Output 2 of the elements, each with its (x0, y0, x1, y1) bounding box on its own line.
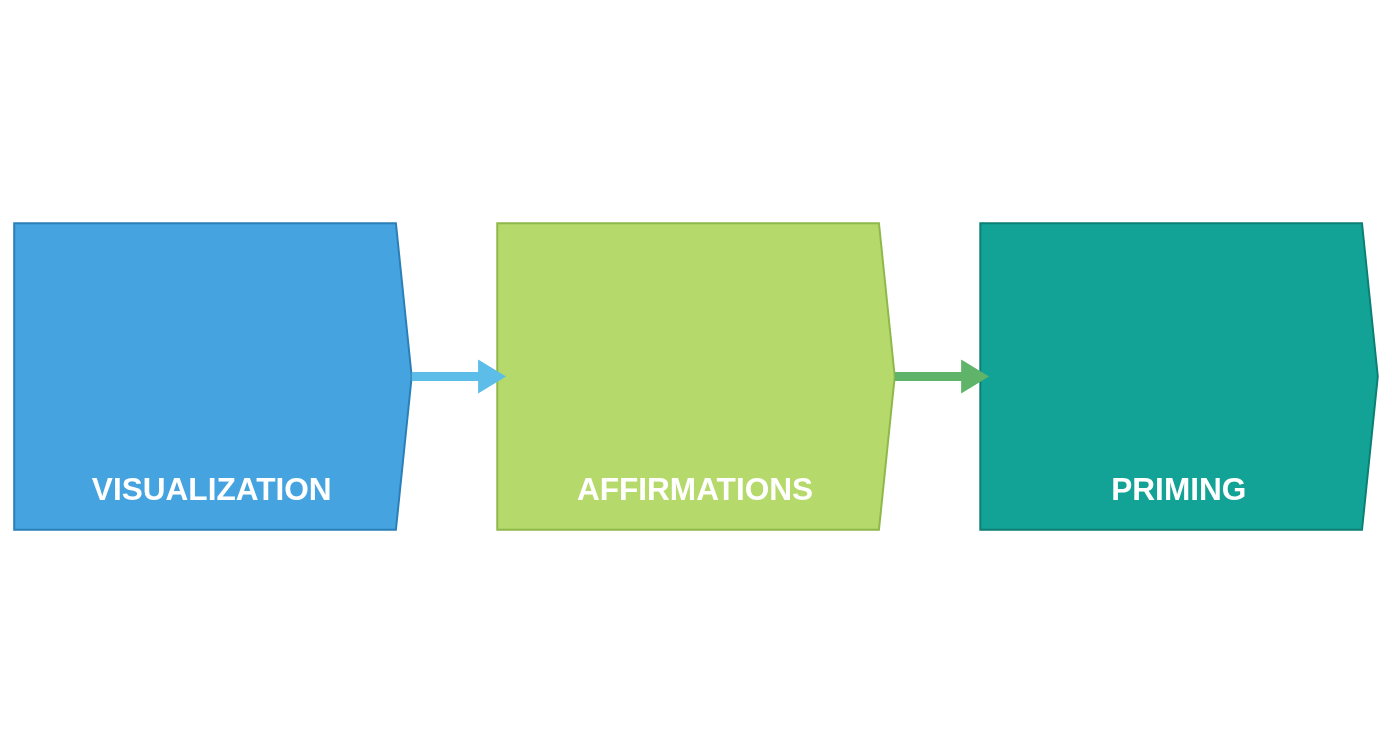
arrow (894, 358, 990, 394)
arrow (411, 358, 506, 394)
